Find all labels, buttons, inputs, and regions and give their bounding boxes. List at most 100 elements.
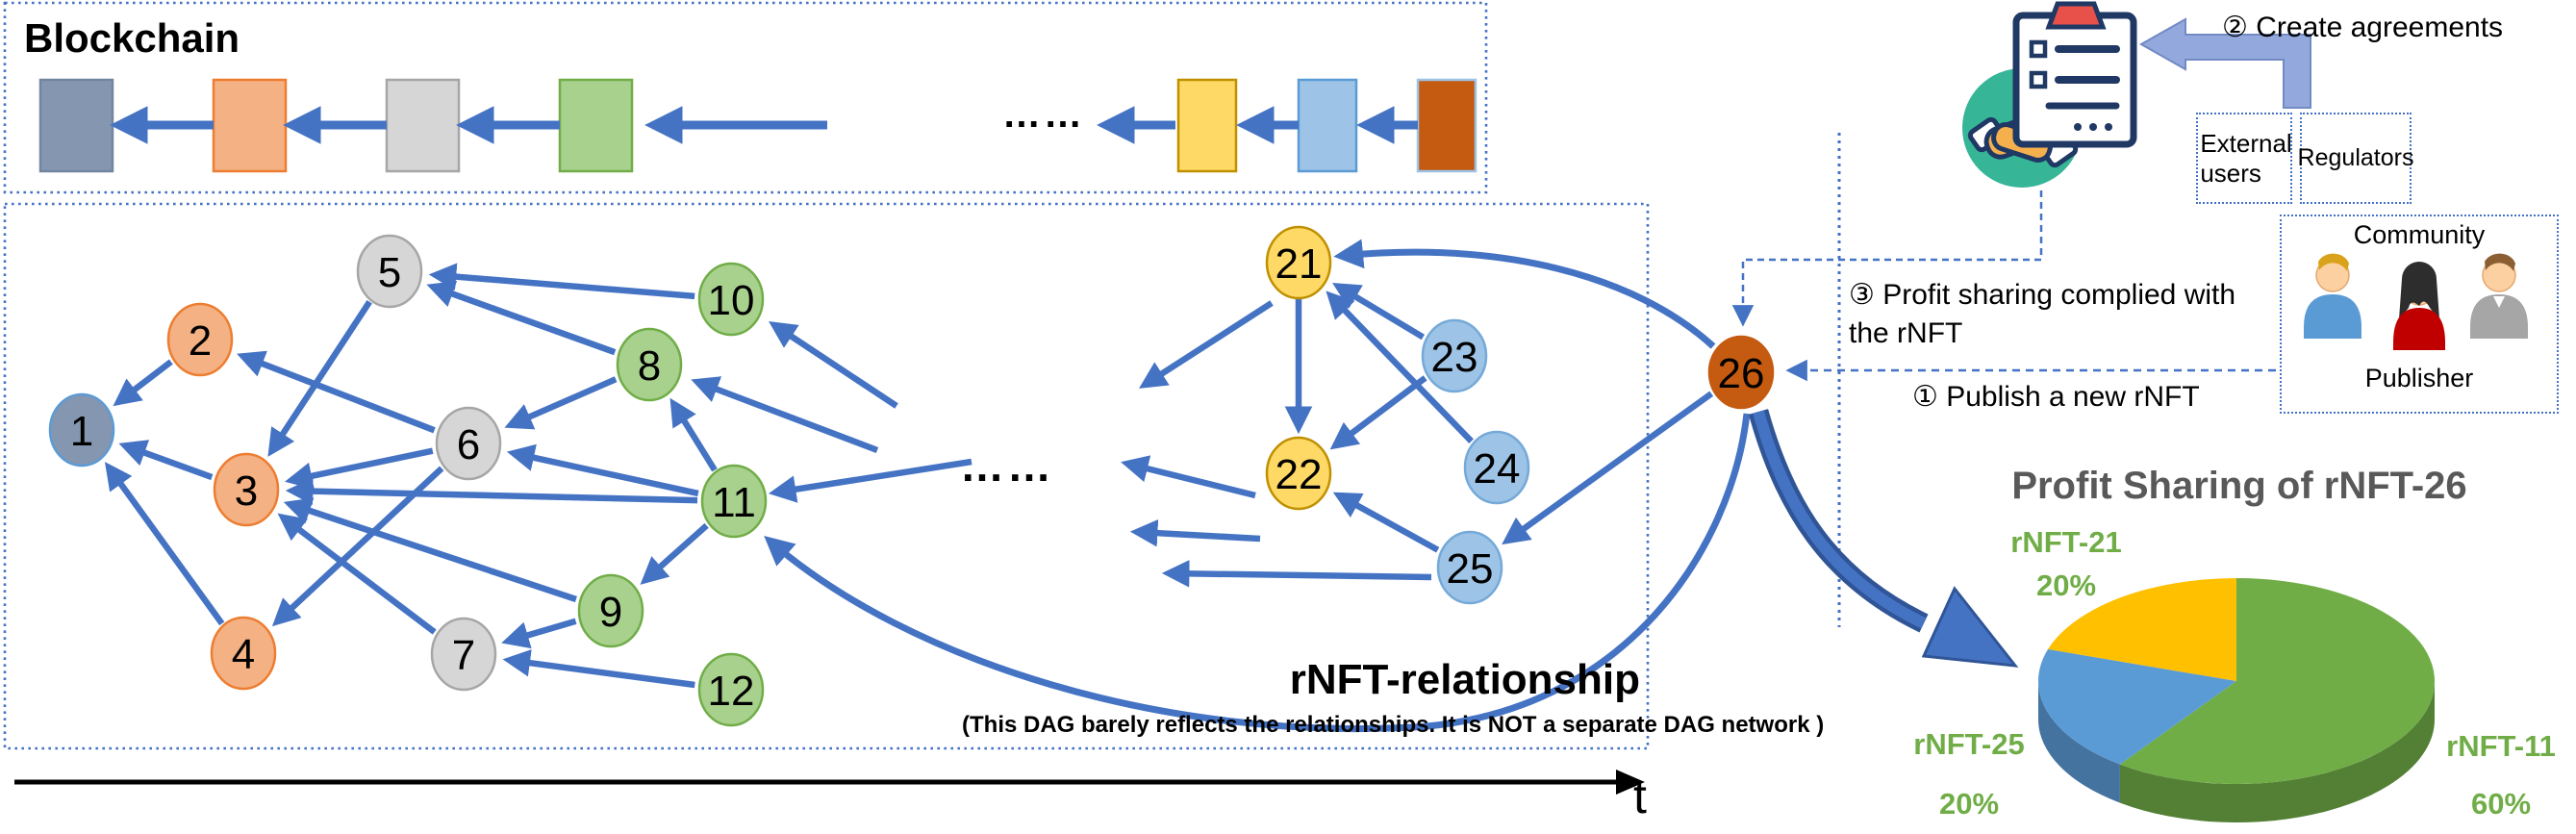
pie-value-rnft11: 60% xyxy=(2470,787,2532,821)
dag-caption: (This DAG barely reflects the relationsh… xyxy=(962,712,1825,738)
community-box: Community Publisher xyxy=(2280,215,2559,414)
dag-node-3: 3 xyxy=(213,452,280,527)
svg-text:23: 23 xyxy=(1431,334,1478,381)
svg-text:25: 25 xyxy=(1447,545,1494,593)
dag-edge-stub-in-1 xyxy=(769,321,898,409)
create-agreements-arrow xyxy=(2138,17,2311,109)
regulators-box: Regulators xyxy=(2297,113,2414,204)
dag-edge-stub-out-3 xyxy=(1161,560,1432,588)
step1-publish-rnft: ① Publish a new rNFT xyxy=(1912,381,2200,413)
pie-label-rnft11: rNFT-11 xyxy=(2446,729,2556,763)
profit-sharing-pie-chart xyxy=(2038,578,2436,822)
svg-text:4: 4 xyxy=(232,631,255,678)
dag-edge-3-1 xyxy=(118,440,214,481)
dag-edge-5-3 xyxy=(267,299,372,457)
dag-edge-stub-in-2 xyxy=(768,458,972,503)
community-label: Community xyxy=(2353,220,2486,249)
dag-node-26: 26 xyxy=(1707,335,1775,410)
dag-edge-8-5 xyxy=(426,281,617,356)
block-4 xyxy=(558,78,634,173)
dag-edges xyxy=(104,239,1751,733)
dag-edge-25-22 xyxy=(1332,492,1440,553)
dag-edge-9-7 xyxy=(501,618,577,649)
pie-slice-rNFT-21 xyxy=(2048,578,2236,681)
blockchain-row xyxy=(38,78,1477,173)
svg-text:3: 3 xyxy=(235,468,258,515)
pie-side-rNFT-25 xyxy=(2038,681,2120,803)
svg-text:6: 6 xyxy=(457,421,480,468)
pie-value-rnft21: 20% xyxy=(2035,569,2097,602)
dag-edge-9-3 xyxy=(283,497,577,603)
dag-edge-26-11 xyxy=(764,413,1751,733)
blockchain-ellipsis: …… xyxy=(1002,93,1085,136)
dag-node-24: 24 xyxy=(1463,430,1530,505)
dag-node-8: 8 xyxy=(616,327,683,402)
t-axis-label: t xyxy=(1633,770,1647,823)
dag-edge-23-22 xyxy=(1329,375,1427,450)
block-5 xyxy=(1176,78,1238,173)
step3-profit-sharing-line1: ③ Profit sharing complied with xyxy=(1849,279,2236,311)
svg-text:7: 7 xyxy=(452,632,475,679)
svg-text:12: 12 xyxy=(708,668,755,715)
dag-ellipsis: …… xyxy=(960,441,1054,491)
dag-edge-7-3 xyxy=(277,513,437,635)
svg-text:10: 10 xyxy=(708,277,755,324)
dag-node-23: 23 xyxy=(1421,318,1488,393)
pie-label-rnft25: rNFT-25 xyxy=(1913,727,2025,761)
dag-edge-10-5 xyxy=(428,263,695,300)
svg-text:2: 2 xyxy=(189,317,212,365)
dag-node-4: 4 xyxy=(210,616,277,691)
publisher-label: Publisher xyxy=(2364,364,2474,392)
agreement-to-rnft26-connector xyxy=(1731,190,2043,327)
pie-title: Profit Sharing of rNFT-26 xyxy=(2011,465,2467,507)
dag-edge-6-2 xyxy=(237,350,436,434)
person-gray-icon xyxy=(2470,253,2528,339)
regulators-label: Regulators xyxy=(2297,144,2414,171)
dag-edge-26-21 xyxy=(1333,239,1716,349)
dag-edge-4-1 xyxy=(104,462,225,626)
dag-edge-24-21 xyxy=(1326,291,1474,443)
dag-edge-stub-out-0 xyxy=(1138,300,1274,389)
time-axis-arrowhead xyxy=(1616,770,1645,795)
person-red-icon xyxy=(2393,262,2445,350)
dag-node-9: 9 xyxy=(577,573,644,648)
external-users-box: External users xyxy=(2196,113,2292,204)
dag-edge-11-6 xyxy=(506,443,699,497)
dag-edge-stub-in-0 xyxy=(691,376,879,454)
dag-node-22: 22 xyxy=(1265,436,1332,511)
person-blue-icon xyxy=(2304,253,2361,339)
blockchain-dashed-box xyxy=(3,1,1488,194)
svg-text:8: 8 xyxy=(638,342,661,390)
dag-edge-11-8 xyxy=(669,397,718,472)
svg-text:21: 21 xyxy=(1275,240,1323,288)
dag-edge-12-7 xyxy=(502,648,695,689)
block-6 xyxy=(1297,78,1358,173)
block-1 xyxy=(38,78,114,173)
dag-node-10: 10 xyxy=(697,262,765,337)
pie-slice-rNFT-11 xyxy=(2119,578,2436,784)
pie-side-rNFT-11 xyxy=(2119,681,2435,822)
dag-node-25: 25 xyxy=(1436,530,1503,605)
dag-edge-26-25 xyxy=(1502,391,1714,545)
dag-node-2: 2 xyxy=(166,302,234,377)
svg-text:1: 1 xyxy=(70,408,93,455)
dag-edge-8-6 xyxy=(504,376,618,430)
dag-edge-11-9 xyxy=(640,522,709,585)
svg-text:24: 24 xyxy=(1474,445,1521,493)
dag-edge-2-1 xyxy=(113,359,173,407)
svg-text:9: 9 xyxy=(599,589,622,636)
svg-text:26: 26 xyxy=(1718,350,1765,397)
svg-text:5: 5 xyxy=(378,249,401,296)
dag-edge-6-3 xyxy=(284,447,434,490)
community-people-icons xyxy=(2304,253,2528,350)
dag-edge-23-21 xyxy=(1332,282,1426,341)
external-users-label: External users xyxy=(2200,128,2292,188)
dag-node-7: 7 xyxy=(430,617,497,692)
dag-node-1: 1 xyxy=(48,392,115,468)
step3-profit-sharing-line2: the rNFT xyxy=(1849,317,1963,349)
profit-flow-arrow-inner xyxy=(1753,410,1927,629)
profit-flow-arrow xyxy=(1748,409,1929,633)
